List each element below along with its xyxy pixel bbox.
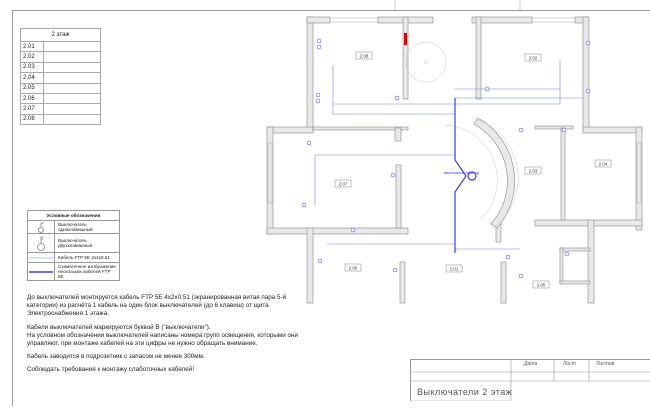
legend-label: Выключатель одноклавишный [58, 222, 93, 232]
room-label: 2.03 [529, 169, 538, 174]
windows [267, 17, 642, 204]
room-labels: 2.08 2.02 2.07 2.03 2.04 2.06 2.01 2.05 [334, 51, 612, 289]
note-requirements: Соблюдать требования к монтажу слаботочн… [27, 366, 195, 374]
title-block: Дата Лист Листов Выключатели 2 этаж [410, 359, 650, 401]
room-label: 2.06 [349, 266, 358, 271]
drawing-title: Выключатели 2 этаж [417, 387, 513, 397]
thick-cable-line [29, 270, 53, 273]
room-label: 2.08 [360, 54, 369, 59]
room-label: 2.02 [529, 56, 538, 61]
trunk-label: межэтажный переход [444, 171, 479, 175]
double-switch-icon [37, 236, 45, 251]
title-block-grid [411, 360, 650, 401]
sheet-label: Лист [563, 361, 576, 367]
note-groups: На условном обозначении выключателей нап… [27, 331, 299, 348]
single-switch-icon [38, 222, 44, 233]
switch-symbols [301, 38, 591, 279]
wall-ticks [394, 0, 521, 10]
cable-trunk [454, 98, 477, 253]
legend-label: Выключатель двухклавишный [58, 238, 93, 248]
cable-routes [314, 60, 583, 250]
note-reserve: Кабель заводится в подрозетник с запасом… [27, 353, 205, 361]
legend: Условные обозначения Выключатель однокла… [27, 210, 120, 281]
thin-cable-line [29, 257, 53, 258]
note-marking: Кабели выключателей маркируются буквой В… [27, 323, 211, 331]
sheets-label: Листов [596, 361, 615, 367]
room-label: 2.01 [450, 267, 459, 272]
notes: До выключателей монтируется кабель FTP 5… [27, 294, 303, 380]
date-label: Дата [524, 361, 538, 367]
legend-label: Кабель FTP 5E 2x4x0.51 [58, 255, 110, 260]
table-row: 2.08 [20, 113, 101, 126]
note-cable: До выключателей монтируется кабель FTP 5… [27, 294, 287, 318]
legend-label: Схематичное изображение нескольких кабел… [58, 264, 116, 279]
spiral-stairs [405, 41, 519, 231]
room-desc [43, 113, 101, 126]
drawing-frame [12, 10, 650, 406]
room-label: 2.04 [599, 162, 608, 167]
red-marker [404, 33, 407, 45]
legend-item: Выключатель одноклавишный [28, 221, 119, 234]
legend-title: Условные обозначения [28, 211, 119, 221]
legend-item: Схематичное изображение нескольких кабел… [28, 263, 119, 280]
room-table: 2 этаж 2.01 2.02 2.03 2.04 2.05 2.06 2.0… [20, 28, 101, 126]
legend-item: Выключатель двухклавишный [28, 234, 119, 253]
room-label: 2.07 [339, 182, 348, 187]
room-label: 2.05 [537, 283, 546, 288]
legend-item: Кабель FTP 5E 2x4x0.51 [28, 253, 119, 263]
